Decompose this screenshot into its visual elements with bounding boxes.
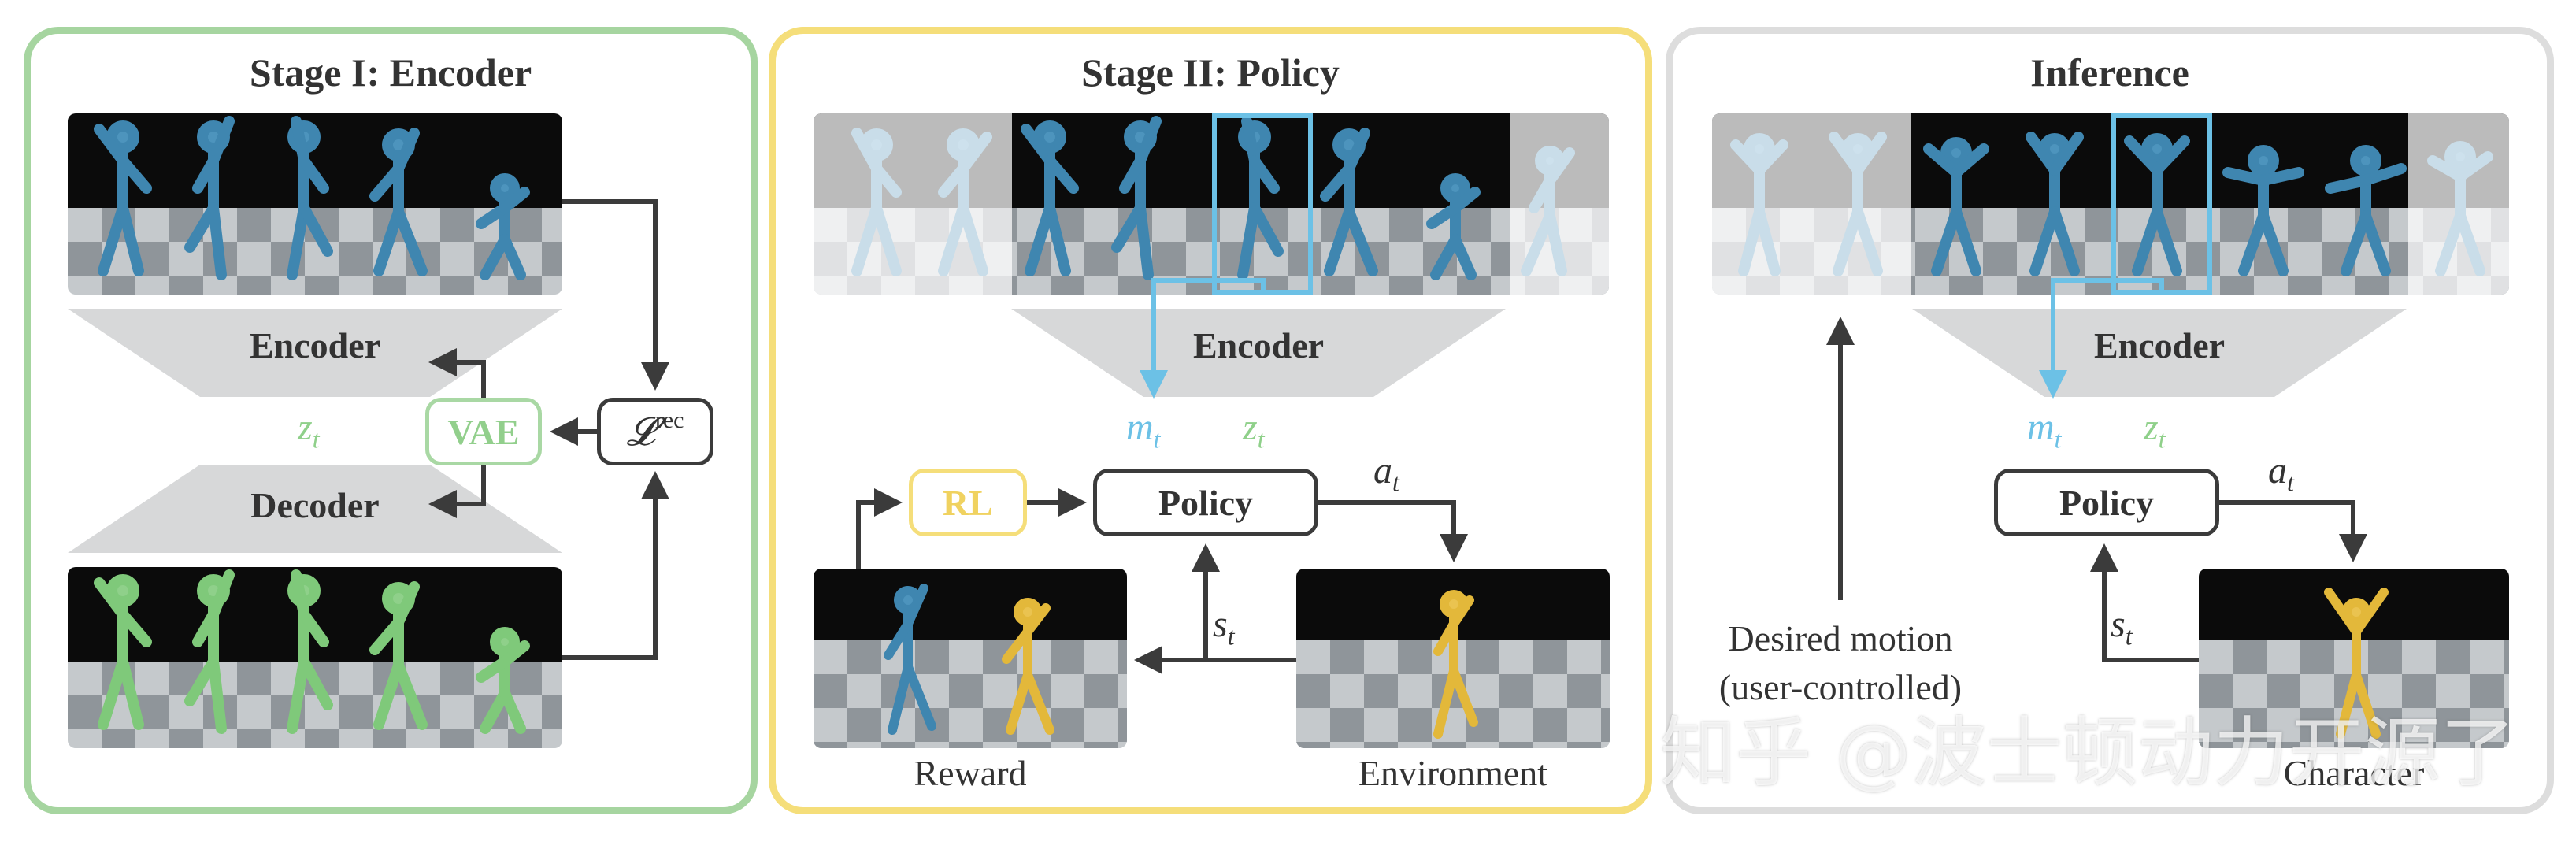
inference-action-at: at bbox=[2268, 450, 2294, 497]
inference-title: Inference bbox=[2030, 50, 2189, 95]
character-scene bbox=[2199, 569, 2509, 748]
inference-state-st: st bbox=[2111, 603, 2133, 651]
environment-caption: Environment bbox=[1358, 753, 1548, 793]
stage2-motion-strip bbox=[814, 113, 1609, 295]
stage2-title: Stage II: Policy bbox=[1081, 50, 1340, 95]
rl-box: RL bbox=[909, 469, 1027, 536]
blue-figures bbox=[94, 116, 530, 280]
stage2-motion-mt: mt bbox=[1126, 406, 1161, 454]
stage2-encoder-label: Encoder bbox=[1192, 325, 1325, 365]
inference-motion-mt: mt bbox=[2027, 406, 2062, 454]
inference-motion-strip bbox=[1712, 113, 2509, 295]
inference-policy-box: Policy bbox=[1994, 469, 2219, 536]
reward-scene bbox=[814, 569, 1127, 748]
stage1-latent-zt: zt bbox=[298, 406, 320, 454]
stage1-panel: Stage I: Encoder bbox=[24, 27, 758, 814]
inference-encoder-label: Encoder bbox=[2093, 325, 2226, 365]
stage1-encoder-label: Encoder bbox=[249, 325, 381, 365]
character-caption: Character bbox=[2283, 753, 2425, 793]
reward-caption: Reward bbox=[914, 753, 1027, 793]
stage1-decoder-shape bbox=[68, 465, 562, 553]
stage2-latent-zt: zt bbox=[1243, 406, 1265, 454]
stage1-motion-strip-bottom bbox=[68, 567, 562, 748]
watermark-text: 知乎 @波士顿动力开源了 bbox=[1660, 709, 2516, 797]
stage2-policy-box: Policy bbox=[1093, 469, 1318, 536]
environment-scene bbox=[1296, 569, 1610, 748]
stage2-state-st: st bbox=[1213, 603, 1235, 651]
inference-panel: Inference bbox=[1666, 27, 2554, 814]
vae-box: VAE bbox=[425, 398, 542, 465]
inference-latent-zt: zt bbox=[2144, 406, 2166, 454]
stage2-action-at: at bbox=[1373, 450, 1399, 497]
desired-motion-caption: Desired motion (user-controlled) bbox=[1718, 618, 1963, 707]
stage1-title: Stage I: Encoder bbox=[249, 50, 532, 95]
green-figures bbox=[94, 569, 530, 734]
stage2-panel: Stage II: Policy bbox=[769, 27, 1652, 814]
stage1-motion-strip-top bbox=[68, 113, 562, 295]
stage1-decoder-label: Decoder bbox=[250, 485, 380, 525]
